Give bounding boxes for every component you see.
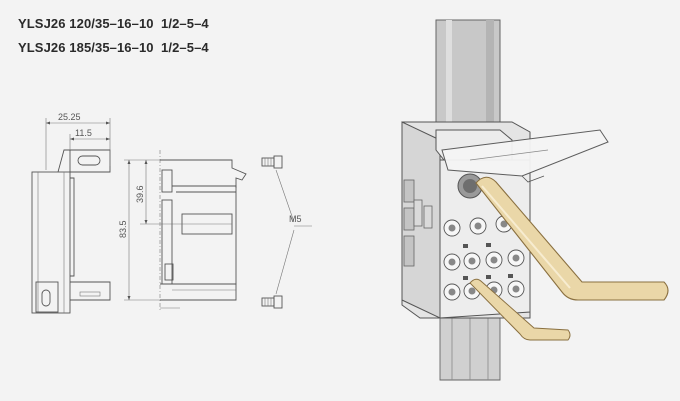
dimension-height-partial: 39.6	[135, 185, 145, 203]
front-view-drawing	[124, 150, 247, 312]
dimension-width-total: 25.25	[58, 112, 81, 122]
terminal-block-illustration	[401, 19, 669, 381]
dimension-width-partial: 11.5	[75, 128, 92, 138]
dimension-height-total: 83.5	[118, 220, 128, 238]
side-view-drawing	[31, 118, 111, 314]
screw-callout	[261, 155, 312, 309]
model-number-1: YLSJ26 120/35–16–10 1/2–5–4	[18, 16, 209, 31]
model-number-2: YLSJ26 185/35–16–10 1/2–5–4	[18, 40, 209, 55]
screw-size-label: M5	[289, 214, 302, 224]
